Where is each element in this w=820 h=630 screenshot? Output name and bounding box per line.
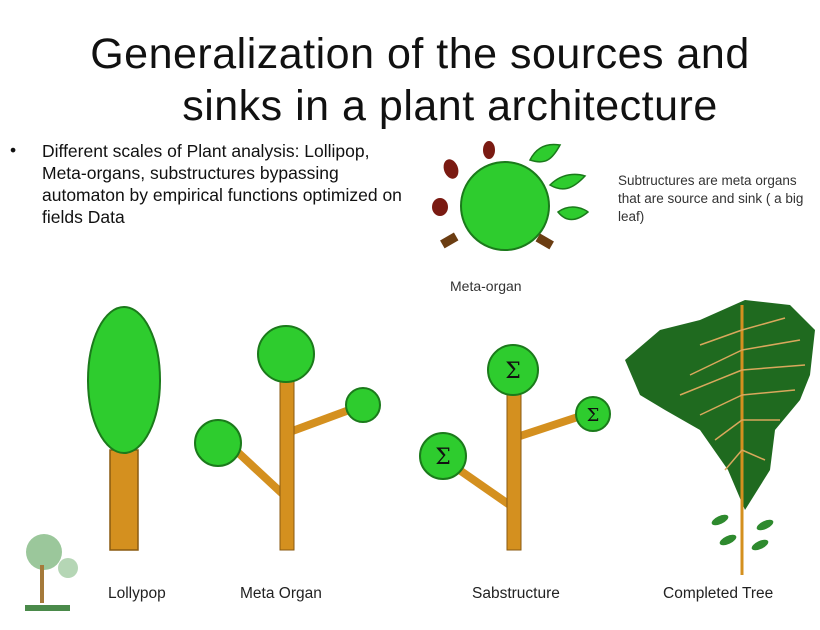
leaf-icon	[530, 144, 560, 161]
label-meta-organ: Meta Organ	[240, 585, 322, 603]
lollypop-figure	[88, 307, 160, 550]
leaf-icon	[550, 174, 585, 189]
sabstructure-tree: Σ Σ Σ	[420, 345, 610, 550]
meta-organ-left	[195, 420, 241, 466]
sigma-icon: Σ	[505, 359, 521, 384]
label-completed-tree: Completed Tree	[663, 585, 773, 603]
fruit-icon	[441, 157, 461, 181]
label-sabstructure: Sabstructure	[472, 585, 560, 603]
tree-leaf	[755, 518, 775, 533]
fruit-icon	[483, 141, 495, 159]
meta-organ-sphere	[461, 162, 549, 250]
root-icon	[440, 233, 458, 249]
lollypop-crown	[88, 307, 160, 453]
tree-leaf	[718, 533, 738, 548]
leaf-icon	[558, 207, 588, 219]
tree-leaf	[710, 513, 730, 528]
fruit-icon	[432, 198, 448, 216]
stem	[507, 380, 521, 550]
label-lollypop: Lollypop	[108, 585, 166, 603]
tree-leaf	[750, 538, 770, 553]
completed-tree	[625, 300, 815, 575]
meta-organ-right	[346, 388, 380, 422]
sigma-icon: Σ	[435, 445, 451, 470]
stem	[280, 370, 294, 550]
meta-organ-top	[258, 326, 314, 382]
meta-organ-tree	[195, 326, 380, 550]
lollypop-trunk	[110, 450, 138, 550]
meta-organ-figure	[432, 141, 588, 250]
logo-icon	[25, 534, 78, 611]
sigma-icon: Σ	[587, 405, 600, 426]
